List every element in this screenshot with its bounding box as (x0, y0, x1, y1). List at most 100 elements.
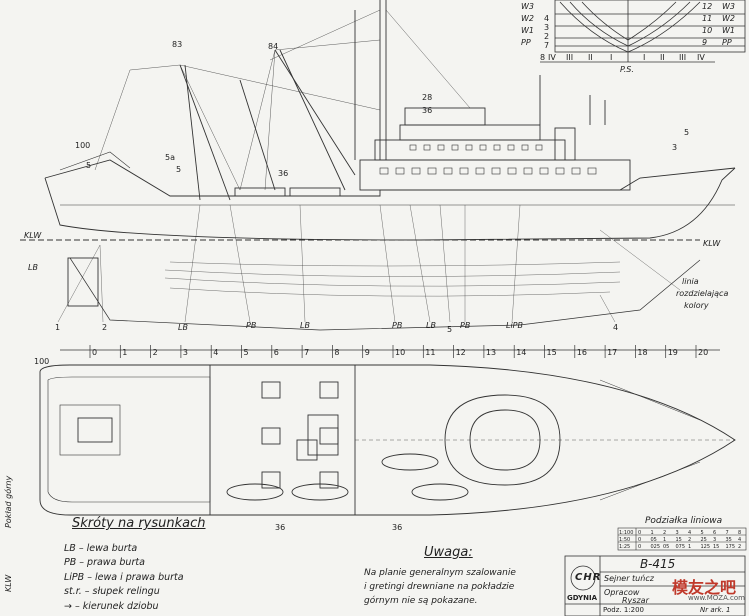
label-84: 84 (268, 42, 278, 51)
section-ii-right: II (660, 53, 665, 62)
body-plan-labels: W3 W2 W1 PP 8 IV III II I P.S. I II III … (521, 2, 735, 74)
scale-cell: 3 (713, 537, 716, 543)
scale-cell: 2 (738, 544, 741, 550)
profile-labels: 83 84 28 36 36 100 5 5a 5 5 3 KLW KLW LB… (24, 40, 728, 334)
frame-number-20: 20 (698, 348, 708, 357)
left-num-4: 4 (544, 14, 549, 23)
section-iv-right: IV (697, 53, 705, 62)
label-5-right: 5 (684, 128, 689, 137)
pb-3: PB (460, 321, 470, 330)
scale-cell: 4 (688, 530, 691, 536)
label-5-bottom: 5 (447, 325, 452, 334)
scale-cell: 05 (651, 537, 657, 543)
frame-number-5: 5 (244, 348, 249, 357)
frame-number-11: 11 (425, 348, 435, 357)
frame-number-0: 0 (92, 348, 97, 357)
w2-label: W2 (521, 14, 534, 23)
label-4: 4 (613, 323, 618, 332)
author-label: Opracow (604, 588, 640, 597)
frame-number-12: 12 (456, 348, 466, 357)
scale-cell: 15 (713, 544, 719, 550)
right-w1: W1 (722, 26, 735, 35)
label-1: 1 (55, 323, 60, 332)
pb-2: PB (392, 321, 402, 330)
frame-number-8: 8 (334, 348, 339, 357)
left-num-7: 7 (544, 41, 549, 50)
brand-logo: CHR (575, 572, 602, 583)
linia-2: rozdzielająca (676, 289, 728, 298)
scale-cell: 35 (726, 537, 732, 543)
right-9: 9 (702, 38, 707, 47)
frame-number-19: 19 (668, 348, 678, 357)
notice-line-1: Na planie generalnym szalowanie (364, 568, 516, 578)
scale-cell: 4 (738, 537, 741, 543)
body-plan (540, 0, 746, 63)
lb-1: LB (178, 323, 188, 332)
scale-cell: 075 (676, 544, 686, 550)
lb-left: LB (28, 263, 38, 272)
notice-line-3: górnym nie są pokazane. (364, 596, 478, 606)
sheet-label: Nr ark. 1 (700, 606, 731, 614)
frame-number-9: 9 (365, 348, 370, 357)
plan-label-36-b: 36 (392, 523, 402, 532)
scale-cell: 6 (713, 530, 716, 536)
scale-cell: 2 (663, 530, 666, 536)
section-i-left: I (610, 53, 612, 62)
label-2: 2 (102, 323, 107, 332)
frame-number-7: 7 (304, 348, 309, 357)
plan-labels: 100 36 36 (34, 357, 402, 532)
scale-cell: 15 (676, 537, 682, 543)
right-w2: W2 (722, 14, 735, 23)
deck-side-label: Pokład górny (4, 475, 13, 528)
w1-label: W1 (521, 26, 534, 35)
scale-cell: 1 (663, 537, 666, 543)
scale-cell: 1 (688, 544, 691, 550)
right-11: 11 (702, 14, 712, 23)
scale-cell: 05 (663, 544, 669, 550)
watermark-url: www.MOZA.com (688, 594, 745, 602)
label-36-profile: 36 (278, 169, 288, 178)
label-28: 28 (422, 93, 432, 102)
author-name: Ryszar (622, 596, 649, 605)
scale-cell: 7 (726, 530, 729, 536)
abbr-arrow: → – kierunek dziobu (64, 601, 159, 612)
section-ii-left: II (588, 53, 593, 62)
lb-3: LB (426, 321, 436, 330)
ship-subtitle: Sejner tuńcz (604, 574, 654, 583)
abbreviations-title: Skróty na rysunkach (72, 516, 206, 531)
right-pp: PP (722, 38, 732, 47)
scale-cell: 8 (738, 530, 741, 536)
left-num-2: 2 (544, 32, 549, 41)
frame-number-1: 1 (122, 348, 127, 357)
label-83: 83 (172, 40, 182, 49)
ship-code: B-415 (640, 557, 676, 571)
scale-row-label: 1:100 (619, 530, 633, 536)
right-10: 10 (702, 26, 712, 35)
lipb-label: LiPB (506, 321, 523, 330)
scale-label: Podz. 1:200 (603, 606, 644, 614)
plan-label-100: 100 (34, 357, 49, 366)
section-i-right: I (643, 53, 645, 62)
label-5-mid: 5 (176, 165, 181, 174)
scale-cell: 125 (701, 544, 711, 550)
linia-1: linia (682, 277, 699, 286)
scale-cell: 5 (701, 530, 704, 536)
scale-cell: 3 (676, 530, 679, 536)
notice-title: Uwaga: (424, 545, 473, 560)
frame-number-4: 4 (213, 348, 218, 357)
frame-number-14: 14 (516, 348, 526, 357)
frame-number-18: 18 (637, 348, 647, 357)
plan-view (39, 364, 736, 516)
label-36-top: 36 (422, 106, 432, 115)
section-iv-left: IV (548, 53, 556, 62)
scale-row-label: 1:25 (619, 544, 630, 550)
section-iii-left: III (566, 53, 573, 62)
right-12: 12 (702, 2, 712, 11)
scale-cell: 1 (651, 530, 654, 536)
frame-number-6: 6 (274, 348, 279, 357)
pb-1: PB (246, 321, 256, 330)
frame-number-10: 10 (395, 348, 405, 357)
